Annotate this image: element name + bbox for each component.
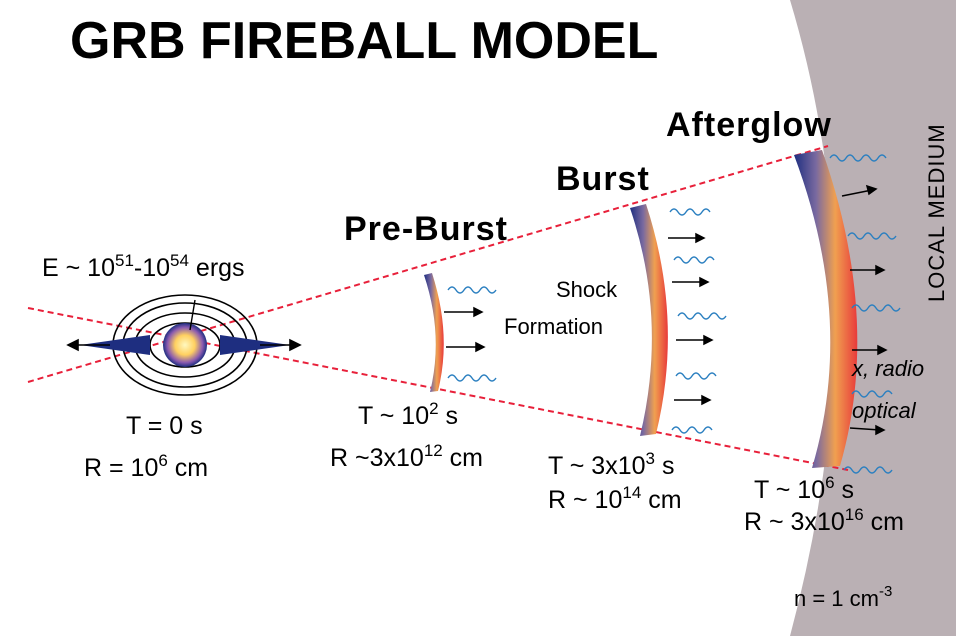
fireball-core [163,323,207,367]
stage-title-afterglow: Afterglow [666,106,832,144]
upper-cone-line [27,145,829,383]
right-jet [220,335,290,355]
source-time-label: T = 0 s [126,412,203,440]
preburst-time-label: T ~ 102 s [358,399,458,430]
central-engine [66,294,302,396]
preburst-shell [424,273,497,392]
energy-pointer [189,299,196,331]
burst-shell [630,204,727,436]
afterglow-time-label: T ~ 106 s [754,473,854,504]
stage-title-burst: Burst [556,160,650,198]
cone-boundaries [27,145,849,471]
shock-formation-line2: Formation [504,314,603,339]
burst-radius-label: R ~ 1014 cm [548,483,682,514]
afterglow-radius-label: R ~ 3x1016 cm [744,505,904,536]
stage-title-preburst: Pre-Burst [344,210,508,248]
preburst-radius-label: R ~3x1012 cm [330,441,483,472]
energy-label: E ~ 1051-1054 ergs [42,251,245,282]
emission-xray-radio-label: x, radio [851,356,924,381]
density-label: n = 1 cm-3 [794,583,892,611]
left-jet [80,335,150,355]
local-medium-region [790,0,956,636]
jet-arrows [66,338,302,352]
local-medium-label: LOCAL MEDIUM [924,123,949,302]
afterglow-shell [794,150,901,474]
shock-formation-line1: Shock [556,277,618,302]
diagram-title: GRB FIREBALL MODEL [70,12,658,70]
source-radius-label: R = 106 cm [84,451,208,482]
emission-optical-label: optical [852,398,917,423]
burst-time-label: T ~ 3x103 s [548,449,674,480]
